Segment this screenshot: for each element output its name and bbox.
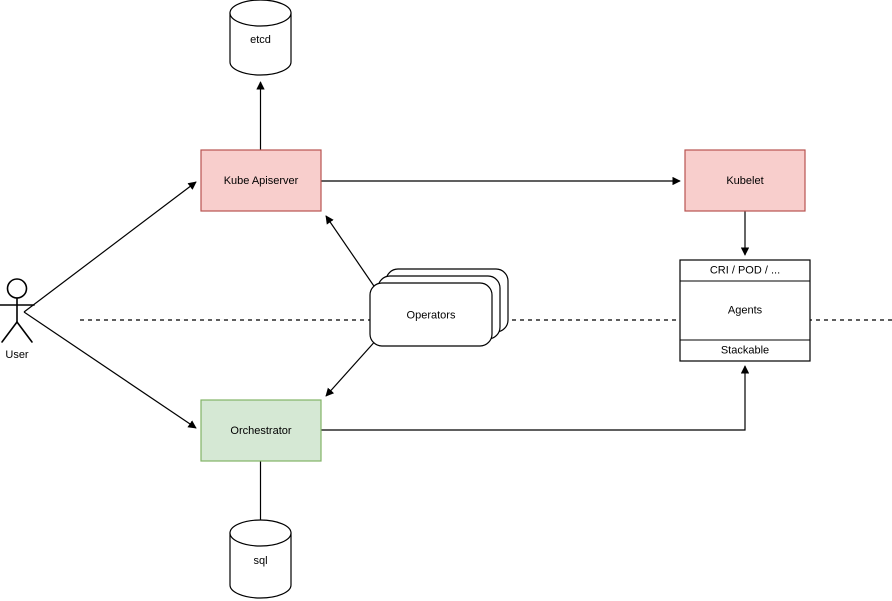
node-kubelet[interactable]: Kubelet xyxy=(684,149,806,212)
kubelet-label: Kubelet xyxy=(726,175,763,187)
etcd-cylinder-body xyxy=(229,12,292,76)
edge-user-to-apiserver xyxy=(23,181,197,313)
user-right-leg-icon xyxy=(16,321,33,343)
edge-operators-to-orchestrator xyxy=(325,337,379,397)
user-left-leg-icon xyxy=(1,321,18,343)
edge-user-to-orchestrator xyxy=(23,311,197,429)
sql-cylinder-body xyxy=(229,532,292,599)
etcd-cylinder-top xyxy=(229,0,292,27)
node-agents-stack[interactable]: CRI / POD / ... Agents Stackable xyxy=(679,259,811,362)
kube-apiserver-label: Kube Apiserver xyxy=(224,175,299,187)
agents-outer-box xyxy=(679,259,811,362)
node-sql[interactable]: sql xyxy=(229,519,292,599)
sql-cylinder-top xyxy=(229,519,292,547)
kube-apiserver-box xyxy=(200,149,322,212)
edge-operators-to-apiserver xyxy=(325,215,379,293)
edge-orchestrator-to-stackable xyxy=(321,365,750,431)
user-head-icon xyxy=(6,278,28,299)
sql-label: sql xyxy=(253,555,267,567)
operators-label: Operators xyxy=(407,309,456,321)
node-etcd[interactable]: etcd xyxy=(229,0,292,76)
operators-stack-layer-1 xyxy=(369,282,493,347)
kubelet-box xyxy=(684,149,806,212)
cri-pod-label: CRI / POD / ... xyxy=(710,264,780,276)
orchestrator-label: Orchestrator xyxy=(230,425,291,437)
node-operators[interactable]: Operators xyxy=(369,268,509,347)
user-label: User xyxy=(5,349,29,361)
node-kube-apiserver[interactable]: Kube Apiserver xyxy=(200,149,322,212)
agents-label: Agents xyxy=(728,304,763,316)
orchestrator-box xyxy=(200,399,322,462)
stackable-label: Stackable xyxy=(721,344,769,356)
node-orchestrator[interactable]: Orchestrator xyxy=(200,399,322,462)
actor-user: User xyxy=(0,278,35,361)
etcd-label: etcd xyxy=(250,34,271,46)
